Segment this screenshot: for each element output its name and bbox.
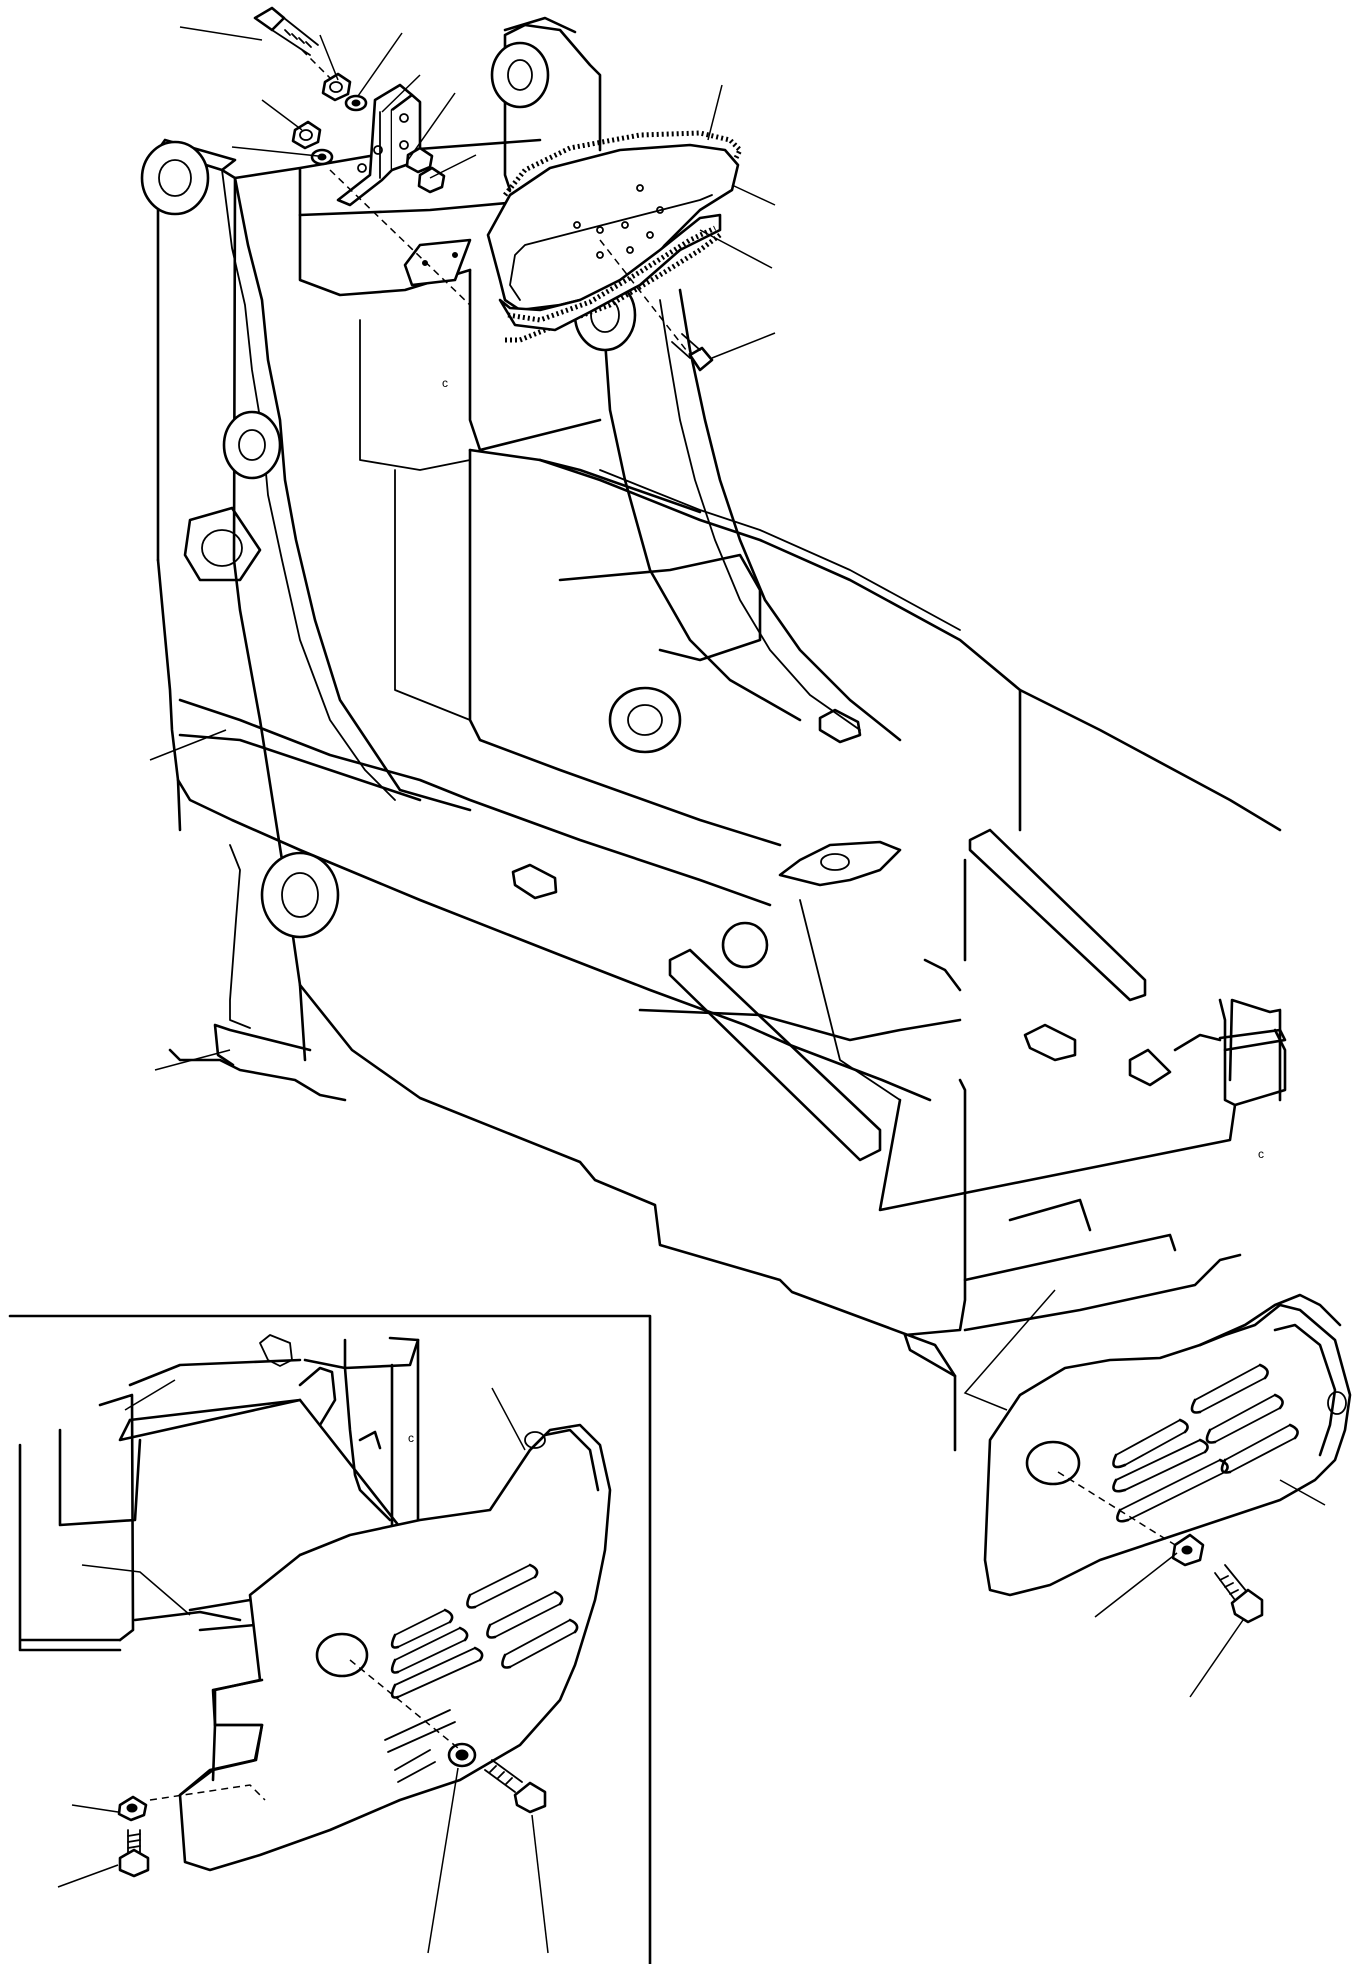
cover-plate: [486, 143, 740, 332]
plate: [403, 238, 472, 287]
bolt: [484, 1759, 547, 1814]
detail-box: [8, 1314, 652, 1964]
washer: [117, 1795, 148, 1822]
marker-c: c: [442, 376, 448, 390]
detail-frame: c: [18, 1334, 420, 1652]
cap-screw: [253, 6, 319, 56]
washer: [310, 148, 334, 166]
nut: [405, 146, 434, 174]
washer: [447, 1742, 477, 1768]
nut: [417, 166, 446, 194]
frame: c c: [140, 16, 1287, 1452]
bolt: [1214, 1564, 1264, 1624]
marker-c: c: [1258, 1147, 1264, 1161]
bolt: [118, 1829, 150, 1878]
counterweight-right: [983, 1293, 1352, 1597]
counterweight-detail: [178, 1423, 612, 1872]
washer: [1171, 1533, 1205, 1567]
marker-c: c: [408, 1431, 414, 1445]
washer: [344, 94, 368, 112]
nut: [321, 72, 352, 102]
bolt: [671, 333, 714, 372]
gasket: [503, 130, 744, 343]
